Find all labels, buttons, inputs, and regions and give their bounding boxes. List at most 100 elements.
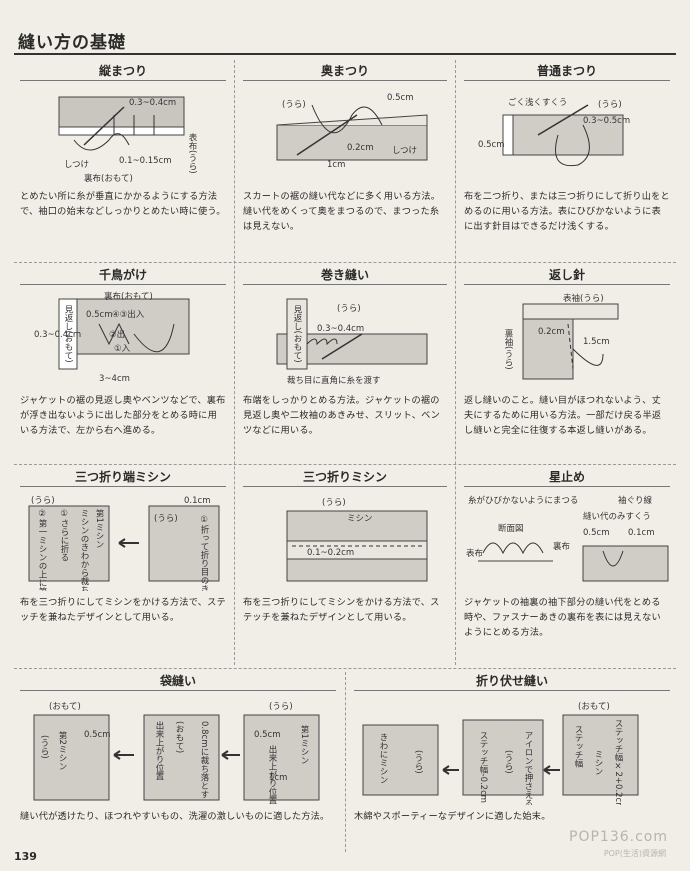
- diagram-label: ステッチ幅: [573, 725, 583, 768]
- diagram-label: 1cm: [327, 160, 345, 170]
- section-rule: [243, 486, 447, 487]
- stitch-cell-futsu-matsuri: 普通まつり ごく浅くすくう (うら) 0.3~0.5cm 0.5cm 布を二つ折…: [458, 62, 676, 234]
- section-rule: [464, 80, 670, 81]
- stitch-title: 三つ折りミシン: [302, 470, 387, 484]
- stitch-description: 木綿やスポーティーなデザインに適した始末。: [354, 811, 551, 822]
- section-rule: [20, 80, 226, 81]
- diagram-label: ②第一ミシンの上に第2ミシン: [37, 509, 47, 591]
- diagram-label: 0.1cm: [184, 496, 210, 506]
- diagram-label: 裏布(おもて): [84, 173, 133, 184]
- diagram-label: 0.2cm: [347, 143, 373, 153]
- stitch-description: ジャケットの裾の見返し奥やベンツなどで、裏布が浮き出ないように出した部分をとめる…: [20, 395, 226, 436]
- stitch-cell-mitsuori-hashi-mishin: 三つ折り端ミシン (うら) ②第一ミシンの上に第2ミシン ①さらに折る ミシンの…: [14, 468, 232, 625]
- stitch-cell-fukuro-nui: 袋縫い (おもて) 0.5cm 第2ミシン (うら) 出来上がり位置 0.8cm…: [14, 672, 342, 824]
- stitch-description: 布を二つ折り、または三つ折りにして折り山をとめるのに用いる方法。表にひびかないよ…: [464, 191, 670, 232]
- diagram-label: 第1ミシン: [94, 508, 104, 548]
- stitch-diagram: (おもて) きわにミシン (うら) アイロンで押さえる ステッチ幅-0.2cm …: [362, 702, 639, 805]
- diagram-label: 裏布(おもて): [104, 291, 153, 302]
- stitch-title: 三つ折り端ミシン: [74, 470, 171, 484]
- stitch-description: 布を三つ折りにしてミシンをかける方法で、ステッチを兼ねたデザインとして用いる。: [243, 597, 440, 623]
- diagram-label: 1.5cm: [583, 337, 609, 347]
- page-number: 139: [14, 850, 37, 863]
- diagram-label: 0.3~0.4cm: [34, 330, 81, 340]
- diagram-label: 0.3~0.5cm: [583, 116, 630, 126]
- stitch-diagram: 糸がひびかないようにまつる 断面図 表布 裏布 袖ぐり線 縫い代のみすくう 0.…: [466, 495, 669, 582]
- stitch-title: 返し針: [548, 268, 585, 282]
- diagram-label: ステッチ幅-0.2cm: [478, 731, 488, 803]
- diagram-label: ミシンのきわから裁ち落とす: [79, 509, 89, 591]
- diagram-label: しつけ: [392, 146, 417, 156]
- diagram-label: 表布(うら): [187, 132, 197, 173]
- diagram-label: ミシン: [347, 514, 373, 524]
- diagram-label: 断面図: [498, 523, 524, 534]
- watermark: POP136.com: [569, 829, 668, 845]
- stitch-cell-tate-matsuri: 縦まつり 0.3~0.4cm 0.1~0.15cm しつけ 表布(うら) 裏布(…: [14, 62, 232, 219]
- diagram-label: ミシン: [593, 750, 603, 776]
- diagram-label: (うら): [39, 735, 49, 759]
- stitch-diagram: ごく浅くすくう (うら) 0.3~0.5cm 0.5cm: [478, 97, 630, 167]
- stitch-diagram: 0.3~0.4cm 0.1~0.15cm しつけ 表布(うら) 裏布(おもて): [58, 96, 197, 184]
- watermark-sub: POP(生活)資源網: [603, 849, 666, 858]
- diagram-label: 0.5cm: [387, 93, 413, 103]
- stitch-diagram: (うら) 0.5cm 0.2cm 1cm しつけ: [276, 93, 428, 170]
- stitch-description: 布を三つ折りにしてミシンをかける方法で、ステッチを兼ねたデザインとして用いる。: [20, 597, 226, 623]
- stitch-description: 縫い代が透けたり、ほつれやすいもの、洗濯の激しいものに適した方法。: [20, 811, 330, 822]
- stitch-diagram: (うら) ミシン 0.1~0.2cm: [286, 498, 428, 582]
- diagram-label: 袖ぐり線: [618, 495, 653, 506]
- diagram-label: 見返し(おもて): [292, 305, 302, 363]
- stitch-cell-orifuse-nui: 折り伏せ縫い (おもて) きわにミシン (うら) アイロンで押さえる ステッチ幅…: [348, 672, 676, 824]
- diagram-label: ②出: [109, 329, 125, 340]
- stitch-diagram: 裏布(おもて) 見返し(おもて) 0.5cm ④③出入 0.3~0.4cm ②出…: [34, 291, 190, 384]
- section-rule: [20, 486, 226, 487]
- diagram-label: 第2ミシン: [57, 730, 67, 770]
- diagram-label: 出来上がり位置: [154, 720, 164, 780]
- page-title: 縫い方の基礎: [18, 33, 126, 53]
- stitch-cell-oku-matsuri: 奥まつり (うら) 0.5cm 0.2cm 1cm しつけ スカートの裾の縫い代…: [237, 62, 453, 234]
- diagram-label: 0.3~0.4cm: [317, 324, 364, 334]
- diagram-label: (うら): [598, 100, 622, 110]
- diagram-label: (うら): [322, 498, 346, 508]
- diagram-label: ④③出入: [112, 309, 145, 320]
- stitch-title: 巻き縫い: [320, 268, 369, 282]
- stitch-description: スカートの裾の縫い代などに多く用いる方法。縫い代をめくって奥をまつるので、まつっ…: [243, 191, 441, 232]
- diagram-label: 0.5cm: [84, 730, 110, 740]
- diagram-label: 0.1cm: [628, 528, 654, 538]
- diagram-label: 裁ち目に直角に糸を渡す: [287, 375, 381, 386]
- section-rule: [20, 284, 226, 285]
- stitch-cell-chidori-gake: 千鳥がけ 裏布(おもて) 見返し(おもて) 0.5cm ④③出入 0.3~0.4…: [14, 266, 232, 438]
- diagram-label: アイロンで押さえる: [523, 731, 533, 805]
- diagram-label: ①入: [114, 344, 131, 354]
- diagram-label: 0.5cm: [583, 528, 609, 538]
- stitch-description: とめたい所に糸が垂直にかかるようにする方法で、袖口の始末などしっかりとめたい時に…: [20, 191, 226, 217]
- diagram-label: 裏布: [553, 541, 570, 552]
- section-rule: [464, 486, 670, 487]
- diagram-label: 縫い代のみすくう: [583, 511, 651, 522]
- column-divider: [234, 60, 235, 665]
- diagram-label: きわにミシン: [378, 733, 388, 784]
- diagram-label: 0.5cm: [478, 140, 504, 150]
- diagram-label: ①さらに折る: [59, 509, 69, 562]
- diagram-label: (うら): [413, 750, 423, 774]
- diagram-label: しつけ: [64, 160, 89, 170]
- diagram-label: 0.5cm: [86, 310, 112, 320]
- stitch-diagram: (うら) 見返し(おもて) 0.3~0.4cm 裁ち目に直角に糸を渡す: [276, 298, 428, 386]
- diagram-label: ①折って折り目のきわにミシン: [199, 515, 209, 591]
- diagram-label: 出来上がり位置: [267, 744, 277, 804]
- stitch-title: 縦まつり: [98, 64, 147, 78]
- stitch-title: 千鳥がけ: [98, 268, 147, 282]
- stitch-cell-mitsuori-mishin: 三つ折りミシン (うら) ミシン 0.1~0.2cm 布を三つ折りにしてミシンを…: [237, 468, 453, 625]
- diagram-label: 1cm: [269, 773, 287, 783]
- stitch-cell-maki-nui: 巻き縫い (うら) 見返し(おもて) 0.3~0.4cm 裁ち目に直角に糸を渡す…: [237, 266, 453, 438]
- diagram-label: 0.1~0.15cm: [119, 156, 172, 166]
- diagram-label: (おもて): [578, 702, 610, 712]
- diagram-label: 0.8cmに裁ち落とす: [199, 721, 209, 798]
- stitch-description: 返し縫いのこと。縫い目がほつれないよう、丈夫にするために用いる方法。一部だけ戻る…: [464, 395, 662, 436]
- title-rule: [14, 53, 676, 55]
- stitch-title: 星止め: [548, 470, 585, 484]
- diagram-label: 3~4cm: [99, 374, 130, 384]
- diagram-label: (おもて): [49, 702, 81, 712]
- diagram-label: ごく浅くすくう: [508, 97, 567, 108]
- stitch-title: 折り伏せ縫い: [475, 674, 548, 688]
- stitch-title: 奥まつり: [320, 64, 369, 78]
- diagram-label: 0.1~0.2cm: [307, 548, 354, 558]
